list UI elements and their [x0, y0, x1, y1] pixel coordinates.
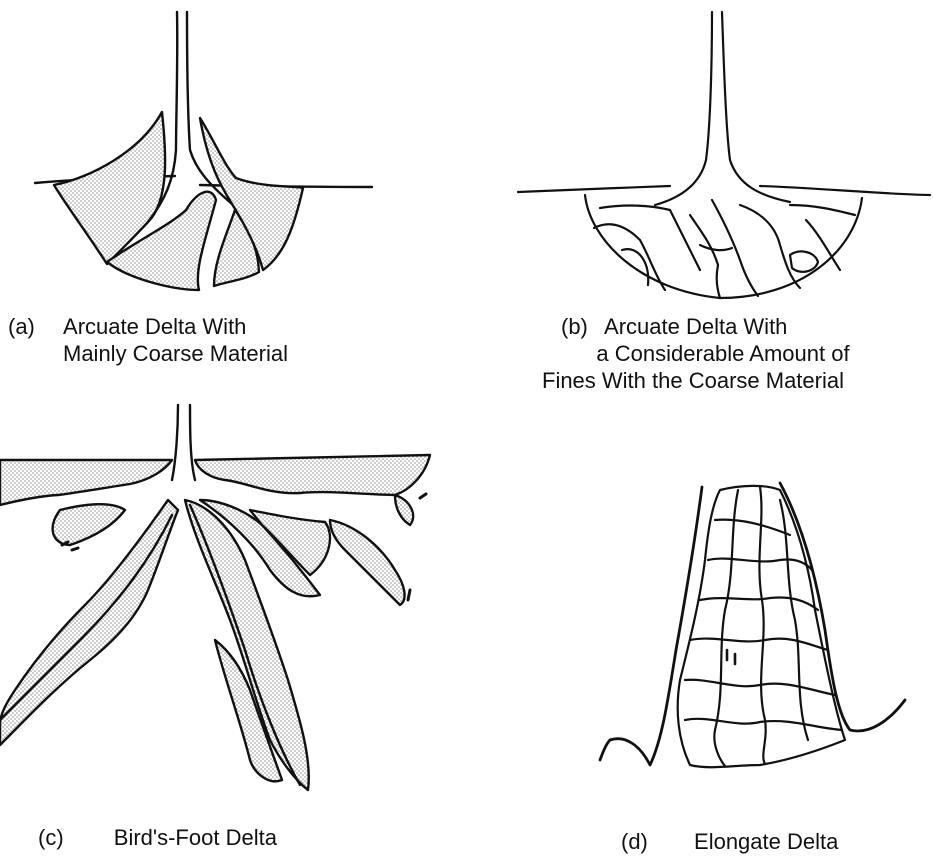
panel-d-net-4 — [690, 639, 828, 650]
panel-d-outer-left-bank — [600, 487, 702, 765]
panel-b-distributary-7 — [790, 205, 855, 215]
caption-b: (b) Arcuate Delta With — [561, 313, 787, 340]
caption-b-line3-wrap: Fines With the Coarse Material — [542, 367, 844, 394]
caption-b-line1: Arcuate Delta With — [604, 314, 787, 339]
panel-b-delta-rim — [585, 195, 862, 298]
caption-b-line2-wrap: a Considerable Amount of — [583, 340, 863, 367]
panel-b-arcuate-fines — [518, 12, 930, 298]
panel-b-distributary-3 — [622, 249, 648, 285]
caption-b-letter: (b) — [561, 313, 588, 340]
panel-a-arcuate-coarse — [35, 12, 372, 290]
panel-d-net-6 — [685, 719, 842, 730]
caption-c-letter: (c) — [38, 824, 64, 851]
panel-d-net-3 — [700, 598, 818, 611]
panel-d-net-1 — [715, 520, 790, 535]
caption-b-line3: Fines With the Coarse Material — [542, 368, 844, 393]
caption-d-text: Elongate Delta — [694, 829, 838, 854]
caption-c: (c) Bird's-Foot Delta — [38, 824, 277, 851]
panel-d-center-marks — [727, 650, 735, 664]
panel-b-distributary-5 — [712, 200, 758, 296]
panel-b-river-left — [655, 12, 712, 205]
caption-a-line2: Mainly Coarse Material — [63, 341, 288, 366]
panel-c-river-left — [172, 405, 178, 480]
caption-a: (a) Arcuate Delta With — [8, 313, 246, 340]
panel-d-elongate — [600, 483, 905, 767]
panel-d-net-v1 — [714, 490, 738, 766]
panel-c-right-lobe-4 — [395, 495, 413, 525]
panel-c-birds-foot — [0, 405, 430, 790]
panel-b-distributary-4 — [690, 215, 720, 298]
panel-b-distributary-8 — [806, 220, 840, 270]
panel-c-upper-left-land — [0, 460, 172, 505]
caption-c-text: Bird's-Foot Delta — [114, 825, 277, 850]
panel-c-left-small-lobe — [53, 504, 125, 545]
panel-b-shoreline — [518, 186, 930, 195]
panel-c-upper-right-land — [195, 455, 430, 495]
panel-c-right-lobe-3 — [330, 520, 405, 605]
panel-b-river-right — [722, 12, 790, 202]
caption-a-line1: Arcuate Delta With — [63, 314, 246, 339]
caption-b-line2: a Considerable Amount of — [596, 341, 849, 366]
panel-d-outer-right-bank — [780, 483, 905, 731]
caption-a-letter: (a) — [8, 313, 35, 340]
panel-b-island-outline — [790, 251, 818, 271]
caption-d: (d) Elongate Delta — [621, 828, 838, 855]
caption-a-line2-wrap: Mainly Coarse Material — [63, 340, 288, 367]
panel-b-distributary-6 — [740, 205, 800, 288]
caption-d-letter: (d) — [621, 828, 648, 855]
panel-c-river-right — [190, 405, 195, 480]
panel-b-distributary-9 — [700, 245, 732, 250]
